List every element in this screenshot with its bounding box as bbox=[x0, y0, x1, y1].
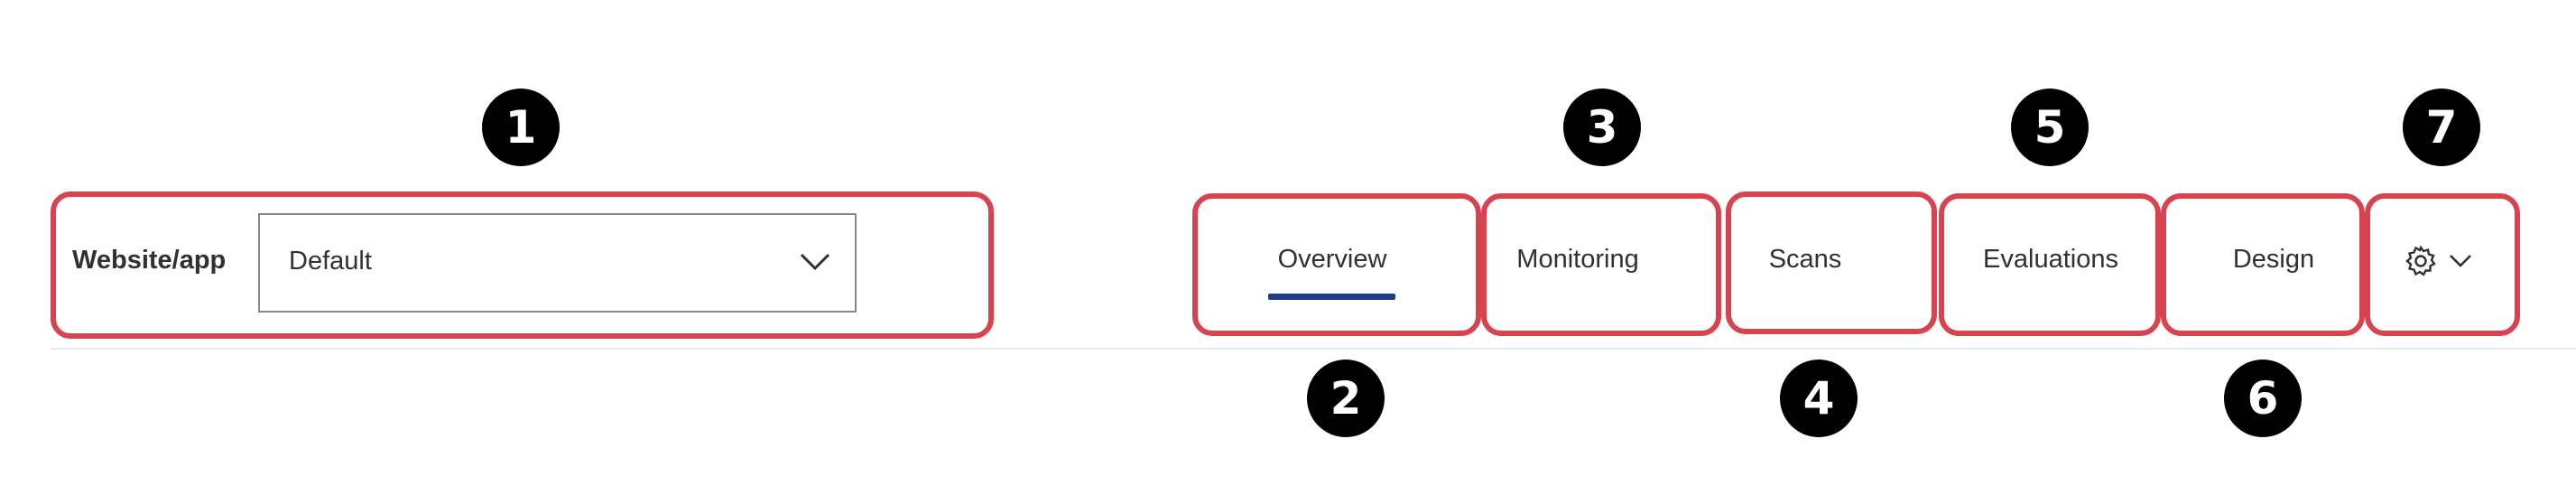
callout-badge-2: 2 bbox=[1307, 360, 1385, 437]
active-tab-indicator bbox=[1268, 294, 1395, 300]
website-app-select-value: Default bbox=[289, 247, 372, 276]
highlight-box-settings bbox=[2365, 193, 2520, 336]
callout-badge-1: 1 bbox=[482, 89, 560, 166]
highlight-box-website-app bbox=[51, 191, 994, 339]
tab-monitoring[interactable]: Monitoring bbox=[1489, 237, 1666, 282]
tab-design-label: Design bbox=[2232, 244, 2315, 274]
callout-badge-3: 3 bbox=[1563, 89, 1641, 166]
highlight-box-overview bbox=[1192, 193, 1481, 336]
tab-scans-label: Scans bbox=[1768, 244, 1842, 274]
website-app-label: Website/app bbox=[72, 246, 227, 275]
header-divider bbox=[51, 348, 2576, 350]
website-app-select[interactable]: Default bbox=[258, 213, 857, 313]
callout-badge-5: 5 bbox=[2011, 89, 2089, 166]
tab-overview[interactable]: Overview bbox=[1200, 237, 1464, 282]
callout-badge-7: 7 bbox=[2403, 89, 2480, 166]
tab-overview-label: Overview bbox=[1277, 244, 1387, 274]
highlight-box-monitoring bbox=[1481, 193, 1721, 336]
tab-monitoring-label: Monitoring bbox=[1516, 244, 1639, 274]
callout-badge-4: 4 bbox=[1780, 360, 1858, 437]
tab-design[interactable]: Design bbox=[2172, 237, 2376, 282]
chevron-down-icon bbox=[800, 253, 830, 271]
callout-badge-6: 6 bbox=[2224, 360, 2302, 437]
highlight-box-design bbox=[2161, 193, 2365, 336]
highlight-box-evaluations bbox=[1939, 193, 2161, 336]
tab-scans[interactable]: Scans bbox=[1735, 237, 1876, 282]
gear-icon bbox=[2405, 245, 2436, 276]
highlight-box-scans bbox=[1726, 191, 1937, 334]
tab-evaluations-label: Evaluations bbox=[1983, 244, 2118, 274]
tab-evaluations[interactable]: Evaluations bbox=[1948, 237, 2154, 282]
chevron-down-icon bbox=[2450, 255, 2471, 267]
